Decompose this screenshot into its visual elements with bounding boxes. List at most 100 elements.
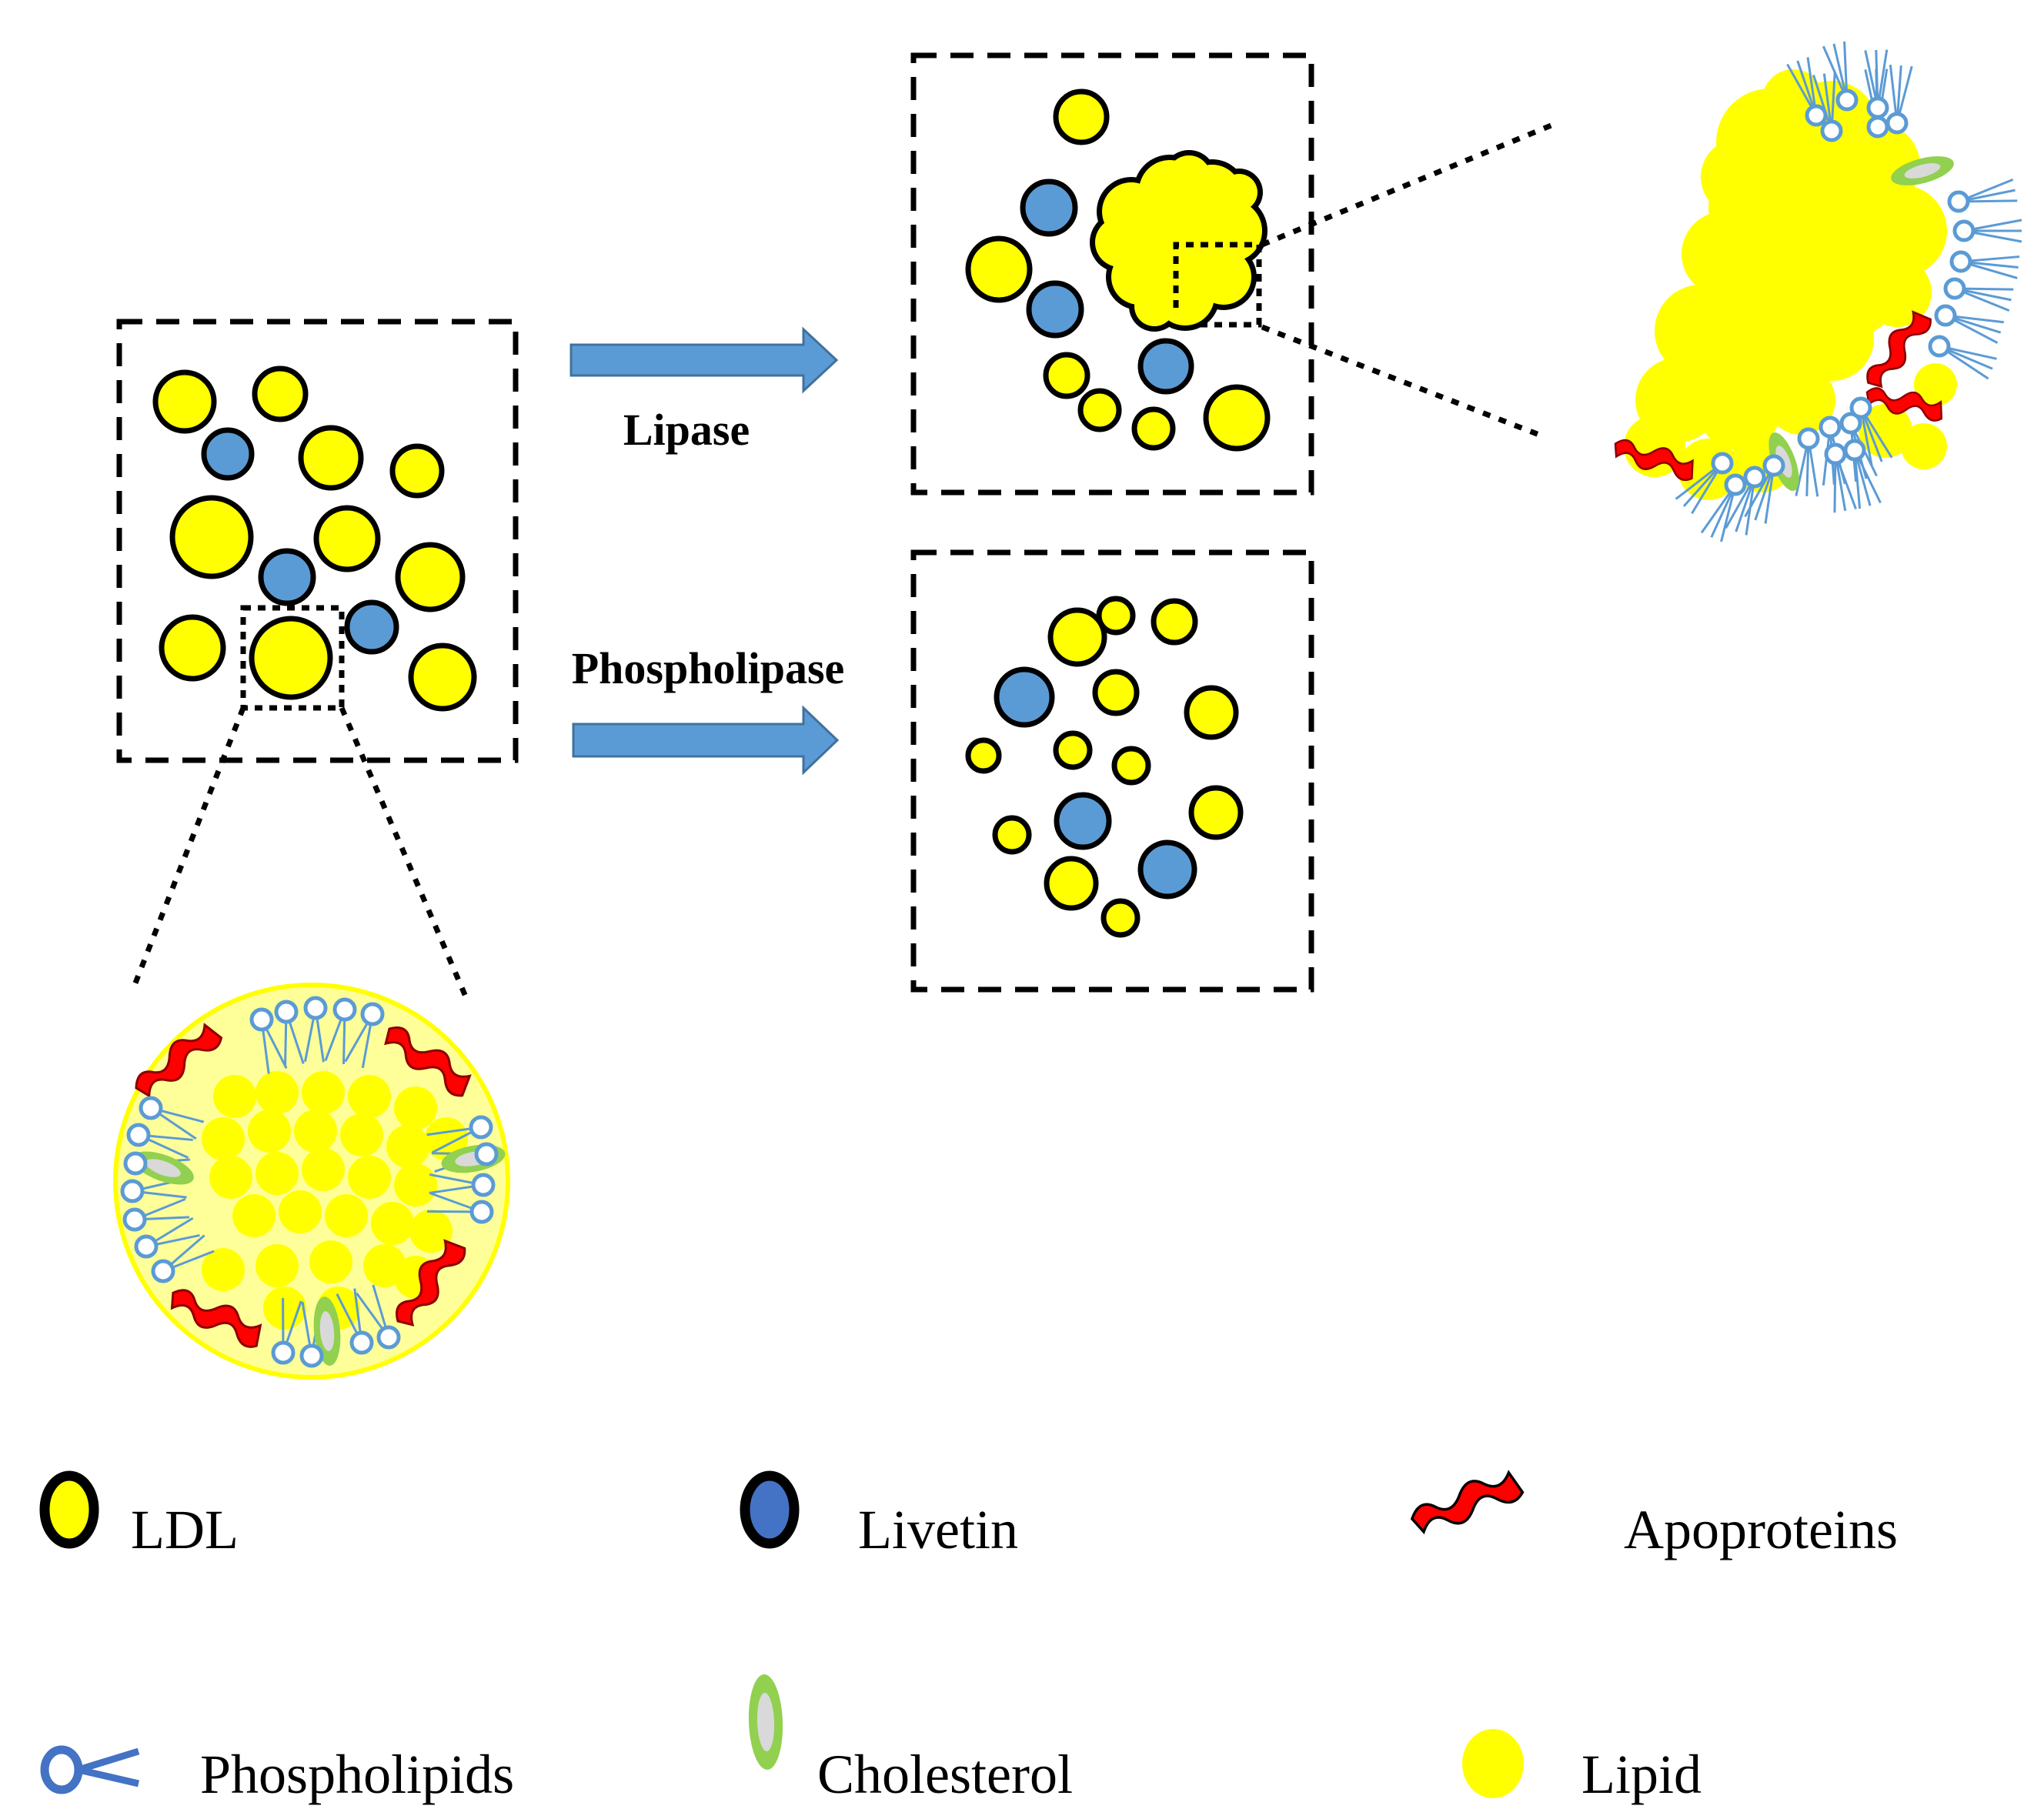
phospholipid-head: [1820, 119, 1843, 142]
phospholipid-head: [134, 1234, 159, 1259]
livetin-legend-icon: [740, 1470, 800, 1549]
ldl-particle: [1111, 746, 1151, 786]
ldl-particle: [1053, 88, 1110, 145]
ldl-particle: [395, 542, 466, 612]
lipid-droplet: [232, 1194, 276, 1237]
phospholipids-legend-label: Phospholipids: [200, 1744, 514, 1805]
livetin-particle: [258, 548, 316, 606]
zoom-line-right: [339, 706, 469, 998]
lipid-droplet: [386, 1125, 429, 1168]
livetin-particle: [1026, 280, 1084, 339]
ldl-structure-detail: [113, 983, 510, 1380]
aggregate-lobe: [1134, 286, 1174, 326]
apoproteins-legend-label: Apoproteins: [1624, 1499, 1898, 1560]
legend-cholesterol: Cholesterol: [748, 1674, 1073, 1805]
legend-phospholipids: Phospholipids: [40, 1744, 514, 1805]
lipid-droplet: [394, 1163, 437, 1207]
livetin-particle: [1137, 338, 1194, 395]
phospholipid-head: [332, 997, 357, 1022]
ldl-particle: [1100, 898, 1141, 938]
phospholipid-head: [474, 1142, 499, 1166]
phospholipid-head: [139, 1096, 163, 1120]
phospholipid-head: [120, 1179, 145, 1203]
phospholipid-head: [1949, 250, 1972, 273]
lipid-droplet: [1789, 296, 1874, 381]
phospholipid-head: [1928, 335, 1951, 358]
ldl-particle: [1092, 669, 1140, 716]
aggregate-structure-detail: [1614, 41, 2022, 542]
ldl-particle: [152, 369, 217, 434]
ldl-particle: [252, 365, 309, 422]
ldl-particle: [298, 425, 364, 491]
panel-lipase: [910, 52, 1555, 496]
ldl-particle: [1188, 785, 1244, 840]
phospholipid-head: [1824, 442, 1847, 466]
panel-lipase-particles: [965, 88, 1271, 452]
lipid-droplet: [202, 1248, 245, 1291]
phospholipid-head: [471, 1173, 496, 1197]
livetin-particle: [344, 599, 399, 655]
phospholipid-head: [1943, 277, 1966, 300]
ldl-particle: [1053, 730, 1093, 770]
livetin-particle: [1054, 792, 1112, 850]
livetin-particle: [1137, 839, 1197, 899]
legend: LDL Livetin Apoproteins Phospholipids Ch…: [39, 1470, 1898, 1805]
phospholipase-arrow: [572, 705, 840, 776]
ldl-particle: [169, 495, 254, 579]
lipid-legend-icon: [1462, 1729, 1524, 1798]
zoom-box-aggregate: [1173, 242, 1262, 328]
phospholipid-head: [1743, 466, 1766, 489]
zoom-box-original: [240, 605, 345, 711]
ldl-particle: [1151, 598, 1198, 646]
phospholipid-head: [1711, 452, 1734, 475]
lipid-droplet: [1701, 139, 1778, 215]
ldl-particle: [313, 505, 381, 572]
livetin-particle: [201, 427, 255, 481]
livetin-legend-label: Livetin: [858, 1499, 1018, 1560]
phospholipid-head: [151, 1259, 175, 1283]
legend-ldl: LDL: [39, 1470, 239, 1560]
lipid-droplet: [302, 1071, 345, 1114]
ldl-detail-apoproteins: [135, 1023, 472, 1348]
lipid-droplet: [309, 1240, 352, 1283]
phospholipid-head: [271, 1340, 296, 1365]
phospholipid-head: [469, 1200, 494, 1224]
phospholipid-head: [126, 1123, 151, 1147]
aggregate-lobe: [1167, 155, 1211, 199]
panel-phospholipase: [910, 549, 1314, 993]
aggregate-lobe: [1139, 200, 1224, 285]
ldl-particle: [1131, 406, 1176, 451]
ldl-particle: [992, 815, 1032, 855]
lipid-legend-label: Lipid: [1581, 1744, 1702, 1805]
zoom-line-top: [1261, 122, 1555, 248]
lipid-droplet: [1859, 404, 1912, 458]
phospholipid-head: [1947, 190, 1970, 213]
lipid-droplet: [256, 1244, 299, 1287]
lipid-droplet: [348, 1156, 391, 1199]
panel-lipase-border: [910, 52, 1314, 496]
phospholipid-head: [1835, 88, 1859, 112]
lipid-droplet: [248, 1110, 291, 1153]
lipid-droplet: [1901, 423, 1947, 469]
lipase-arrow: [569, 326, 839, 394]
ldl-particle: [1184, 685, 1239, 740]
phospholipid-head: [1934, 304, 1957, 327]
livetin-particle: [994, 666, 1055, 728]
lipid-droplet: [409, 1210, 453, 1253]
phospholipid-head: [1866, 96, 1889, 119]
phospholipid-head: [1843, 439, 1866, 462]
aggregate-lobe: [1221, 174, 1257, 211]
ldl-particle: [1043, 352, 1090, 399]
lipid-droplet: [371, 1202, 414, 1245]
legend-livetin: Livetin: [740, 1470, 1018, 1560]
ldl-particle: [1203, 384, 1271, 452]
lipid-droplet: [1914, 363, 1957, 406]
lipid-droplet: [279, 1190, 322, 1233]
ldl-detail-phospholipid-heads: [120, 996, 499, 1368]
lipid-droplet: [209, 1156, 252, 1199]
ldl-particle: [965, 235, 1033, 303]
phospholipid-head: [376, 1325, 401, 1350]
phospholipid-head: [249, 1007, 274, 1032]
lipase-label: Lipase: [623, 405, 750, 455]
ldl-particle: [1047, 607, 1107, 667]
